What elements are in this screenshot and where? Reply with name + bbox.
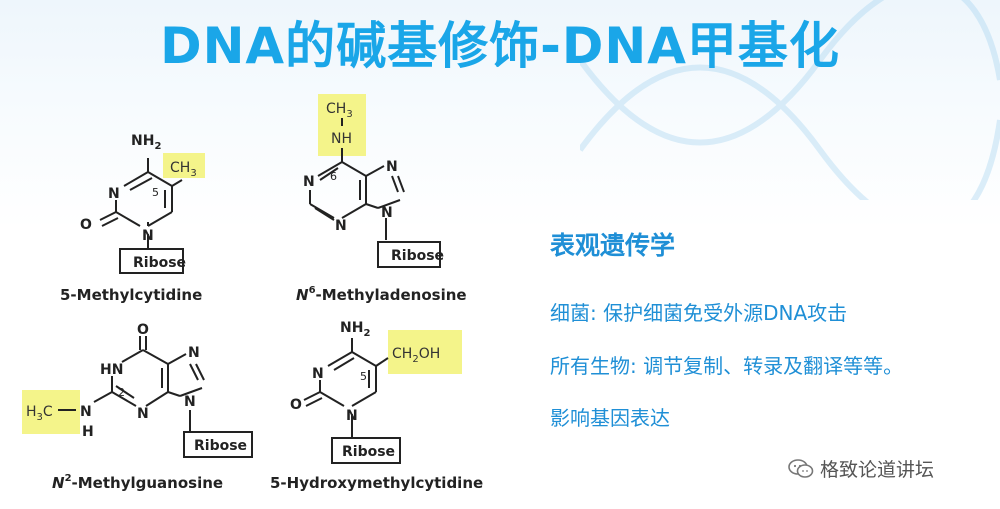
amine-n-label: N bbox=[80, 404, 92, 420]
methyl-label: CH3 bbox=[170, 160, 197, 179]
ring-n-bottom: N bbox=[142, 228, 154, 244]
methylation-structures: NH2 N N O 5 CH3 Ribose 5-Methylcytidine … bbox=[22, 94, 483, 492]
position-label: 2 bbox=[118, 386, 125, 399]
side-line-gene-expression: 影响基因表达 bbox=[550, 406, 670, 430]
ribose-label: Ribose bbox=[391, 248, 444, 264]
hn-label: HN bbox=[100, 362, 123, 378]
position-label: 5 bbox=[152, 186, 159, 199]
amino-label: NH2 bbox=[340, 320, 370, 339]
highlight-hydroxymethyl bbox=[388, 330, 462, 374]
highlight-methyl bbox=[22, 390, 80, 434]
watermark: 格致论道讲坛 bbox=[788, 455, 934, 482]
ring-n3: N bbox=[335, 218, 347, 234]
ribose-label: Ribose bbox=[342, 444, 395, 460]
position-label: 5 bbox=[360, 370, 367, 383]
methyl-label: CH3 bbox=[326, 101, 353, 120]
watermark-text: 格致论道讲坛 bbox=[820, 459, 935, 481]
molecule-5-methylcytidine bbox=[99, 153, 205, 274]
ring-n3: N bbox=[137, 406, 149, 422]
ring-n-top: N bbox=[108, 186, 120, 202]
ring-n9: N bbox=[184, 394, 196, 410]
nh-label: NH bbox=[331, 131, 352, 147]
oxo-label: O bbox=[137, 322, 149, 338]
ring-n-bottom: N bbox=[346, 408, 358, 424]
highlight-methyl bbox=[163, 153, 205, 178]
position-label: 6 bbox=[330, 170, 337, 183]
section-heading: 表观遗传学 bbox=[550, 231, 676, 260]
ring-n7: N bbox=[386, 159, 398, 175]
ribose-label: Ribose bbox=[133, 255, 186, 271]
amino-label: NH2 bbox=[131, 133, 161, 152]
side-line-organisms: 所有生物: 调节复制、转录及翻译等等。 bbox=[550, 354, 904, 378]
side-line-bacteria: 细菌: 保护细菌免受外源DNA攻击 bbox=[550, 301, 848, 325]
dna-helix-decoration bbox=[580, 0, 1000, 200]
page-title: DNA的碱基修饰-DNA甲基化 bbox=[160, 17, 840, 75]
ring-n1: N bbox=[303, 174, 315, 190]
amine-h-label: H bbox=[82, 424, 94, 440]
molecule-5-hydroxymethylcytidine bbox=[303, 330, 462, 464]
molecule-name: N2-Methylguanosine bbox=[52, 473, 223, 492]
oxo-label: O bbox=[80, 217, 92, 233]
molecule-name: 5-Methylcytidine bbox=[60, 286, 202, 304]
molecule-name: 5-Hydroxymethylcytidine bbox=[270, 474, 483, 492]
ring-n-top: N bbox=[312, 366, 324, 382]
ring-n7: N bbox=[188, 345, 200, 361]
wechat-icon bbox=[788, 458, 814, 478]
molecule-n2-methylguanosine bbox=[22, 336, 253, 458]
molecule-name: N6-Methyladenosine bbox=[296, 285, 467, 304]
oxo-label: O bbox=[290, 397, 302, 413]
methyl-label: H3C bbox=[26, 404, 53, 423]
ring-n9: N bbox=[381, 205, 393, 221]
ribose-label: Ribose bbox=[194, 438, 247, 454]
hydroxymethyl-label: CH2OH bbox=[392, 346, 440, 365]
molecule-n6-methyladenosine bbox=[309, 94, 441, 268]
